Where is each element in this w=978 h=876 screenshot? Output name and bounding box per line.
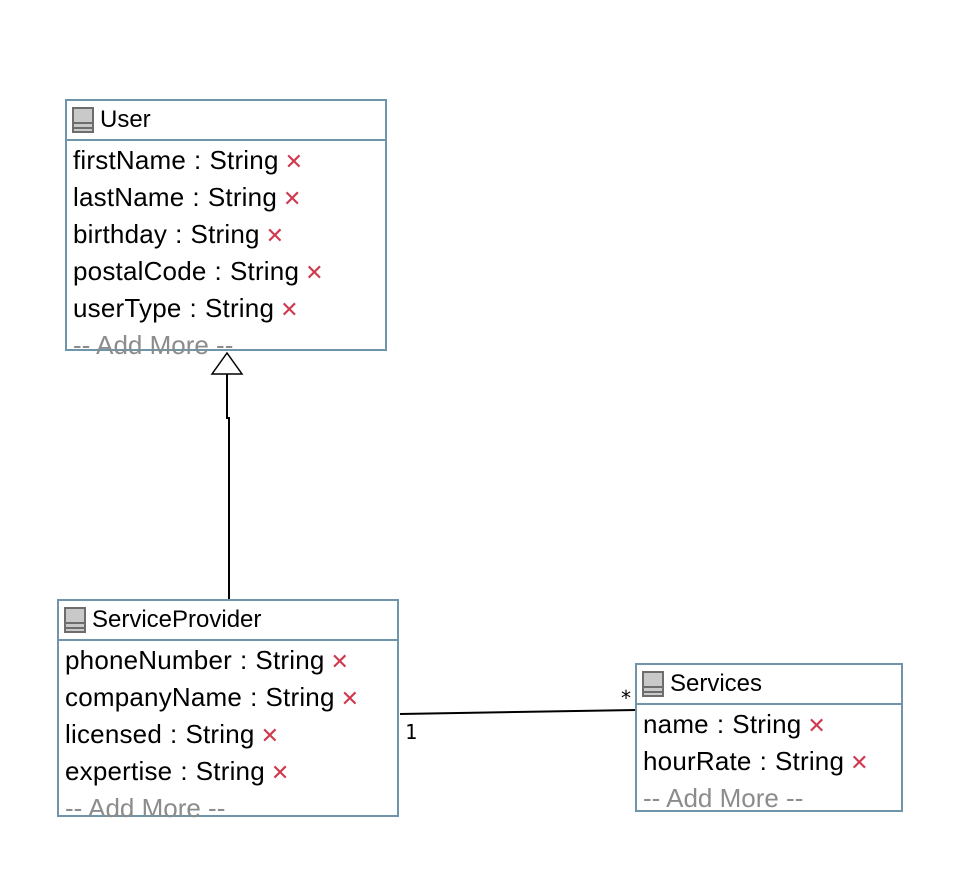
attribute-separator: : [192, 182, 200, 212]
attribute-name[interactable]: firstName [73, 145, 187, 175]
attribute-separator: : [194, 145, 202, 175]
attribute-row[interactable]: companyName:String✕ [65, 680, 397, 717]
class-icon [642, 671, 664, 697]
attribute-list: phoneNumber:String✕ companyName:String✕ … [59, 641, 397, 825]
add-more-button[interactable]: -- Add More -- [73, 330, 234, 360]
remove-icon[interactable]: ✕ [850, 751, 869, 776]
attribute-separator: : [170, 719, 178, 749]
attribute-type[interactable]: String [204, 293, 275, 323]
remove-icon[interactable]: ✕ [265, 224, 285, 249]
generalization-arrowhead [210, 351, 244, 375]
attribute-row[interactable]: expertise:String✕ [65, 754, 397, 791]
class-name[interactable]: User [100, 106, 151, 133]
attribute-type[interactable]: String [195, 756, 265, 786]
attribute-row[interactable]: postalCode:String✕ [73, 254, 385, 291]
remove-icon[interactable]: ✕ [280, 298, 299, 323]
attribute-name[interactable]: phoneNumber [65, 645, 232, 675]
class-header[interactable]: ServiceProvider [59, 601, 397, 641]
association-line[interactable] [399, 709, 637, 715]
class-icon [72, 107, 94, 133]
remove-icon[interactable]: ✕ [282, 187, 302, 212]
attribute-name[interactable]: expertise [65, 756, 173, 786]
add-more-button[interactable]: -- Add More -- [643, 783, 804, 813]
attribute-type[interactable]: String [229, 256, 300, 286]
class-name[interactable]: ServiceProvider [92, 606, 262, 633]
source-multiplicity: 1 [405, 720, 418, 744]
attribute-separator: : [180, 756, 188, 786]
remove-icon[interactable]: ✕ [305, 261, 324, 286]
attribute-row[interactable]: phoneNumber:String✕ [65, 643, 397, 680]
remove-icon[interactable]: ✕ [330, 650, 350, 675]
attribute-row[interactable]: lastName:String✕ [73, 180, 385, 217]
remove-icon[interactable]: ✕ [284, 150, 304, 175]
attribute-list: firstName:String✕ lastName:String✕ birth… [67, 141, 385, 362]
attribute-type[interactable]: String [207, 182, 277, 212]
class-services[interactable]: Services name:String✕ hourRate:String✕ -… [635, 663, 903, 815]
attribute-type[interactable]: String [185, 719, 255, 749]
remove-icon[interactable]: ✕ [260, 724, 280, 749]
class-user[interactable]: User firstName:String✕ lastName:String✕ … [65, 99, 387, 360]
attribute-separator: : [175, 219, 183, 249]
attribute-name[interactable]: companyName [65, 682, 243, 712]
generalization-line[interactable] [226, 374, 230, 600]
attribute-type[interactable]: String [255, 645, 325, 675]
remove-icon[interactable]: ✕ [807, 714, 827, 739]
attribute-row[interactable]: firstName:String✕ [73, 143, 385, 180]
class-icon [64, 607, 86, 633]
attribute-separator: : [214, 256, 222, 286]
attribute-name[interactable]: hourRate [643, 746, 752, 776]
attribute-type[interactable]: String [190, 219, 260, 249]
attribute-separator: : [759, 746, 767, 776]
remove-icon[interactable]: ✕ [270, 761, 290, 786]
attribute-list: name:String✕ hourRate:String✕ -- Add Mor… [637, 705, 901, 815]
add-more-button[interactable]: -- Add More -- [65, 793, 226, 823]
attribute-row[interactable]: hourRate: String✕ [643, 744, 901, 781]
attribute-type[interactable]: String [265, 682, 335, 712]
attribute-name[interactable]: userType [73, 293, 182, 323]
target-multiplicity: * [620, 686, 633, 710]
attribute-row[interactable]: name:String✕ [643, 707, 901, 744]
class-name[interactable]: Services [670, 670, 763, 697]
attribute-type[interactable]: String [775, 746, 845, 776]
attribute-type[interactable]: String [732, 709, 802, 739]
attribute-name[interactable]: name [643, 709, 709, 739]
attribute-separator: : [250, 682, 258, 712]
class-service-provider[interactable]: ServiceProvider phoneNumber:String✕ comp… [57, 599, 399, 823]
attribute-name[interactable]: birthday [73, 219, 168, 249]
attribute-row[interactable]: userType:String✕ [73, 291, 385, 328]
attribute-separator: : [239, 645, 248, 675]
attribute-row[interactable]: birthday:String✕ [73, 217, 385, 254]
attribute-row[interactable]: licensed:String✕ [65, 717, 397, 754]
class-header[interactable]: Services [637, 665, 901, 705]
attribute-separator: : [189, 293, 197, 323]
remove-icon[interactable]: ✕ [340, 687, 360, 712]
class-header[interactable]: User [67, 101, 385, 141]
attribute-type[interactable]: String [209, 145, 279, 175]
attribute-name[interactable]: lastName [73, 182, 185, 212]
attribute-name[interactable]: licensed [65, 719, 162, 749]
attribute-name[interactable]: postalCode [73, 256, 207, 286]
attribute-separator: : [716, 709, 725, 739]
